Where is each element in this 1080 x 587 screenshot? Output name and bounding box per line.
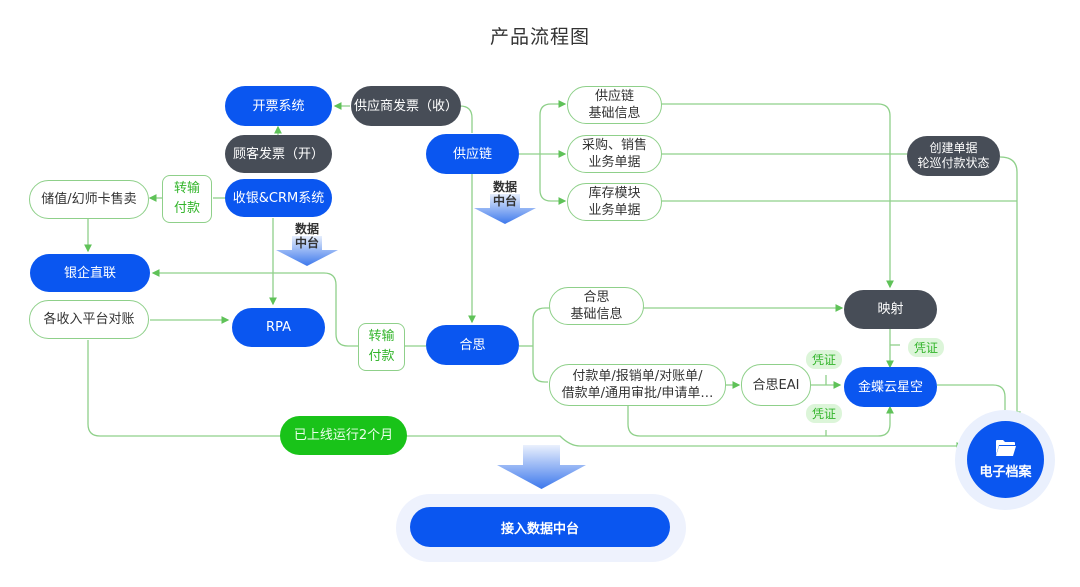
page-title: 产品流程图 bbox=[489, 26, 590, 48]
node-hesi[interactable]: 合思 bbox=[426, 325, 519, 365]
voucher-label-3: 凭证 bbox=[806, 404, 843, 423]
edge-reconcile-to-running bbox=[87, 340, 282, 437]
node-label: 供应商发票（收） bbox=[353, 98, 458, 114]
edge-scbasic-to-mapping bbox=[661, 103, 894, 289]
node-label: 库存模块 bbox=[588, 186, 641, 201]
node-label: 电子档案 bbox=[979, 465, 1032, 480]
node-label: 开票系统 bbox=[252, 98, 305, 114]
edge-kingdee-to-archive bbox=[937, 384, 1009, 420]
node-e-archive[interactable]: 电子档案 bbox=[967, 421, 1044, 498]
node-purchase-sales[interactable]: 采购、销售 业务单据 bbox=[567, 135, 662, 173]
node-label: 各收入平台对账 bbox=[43, 312, 135, 327]
node-label: 银企直联 bbox=[63, 265, 116, 281]
node-supply-chain[interactable]: 供应链 bbox=[426, 134, 519, 174]
status-running-badge: 已上线运行2个月 bbox=[280, 416, 407, 455]
node-customer-invoice[interactable]: 顾客发票（开） bbox=[225, 135, 332, 173]
down-arrow-icon bbox=[276, 236, 338, 266]
node-label: 付款单/报销单/对账单/ bbox=[572, 369, 703, 384]
node-label: 采购、销售 bbox=[581, 138, 647, 153]
data-platform-marker-2: 数据中台 bbox=[470, 180, 540, 224]
node-sc-basic-info[interactable]: 供应链 基础信息 bbox=[567, 86, 662, 124]
node-supplier-invoice[interactable]: 供应商发票（收） bbox=[351, 86, 461, 126]
node-forms[interactable]: 付款单/报销单/对账单/ 借款单/通用审批/申请单… bbox=[549, 364, 726, 406]
marker-text: 中台 bbox=[294, 236, 319, 250]
node-label: 创建单据 bbox=[929, 141, 978, 155]
tag-line: 转输 bbox=[173, 181, 200, 196]
tag-transfer-payment-1: 转输 付款 bbox=[162, 175, 212, 223]
tag-line: 转输 bbox=[368, 329, 395, 344]
down-arrow-icon bbox=[497, 445, 586, 489]
node-label: 合思 bbox=[459, 337, 486, 353]
edge-running-to-archive bbox=[406, 435, 965, 450]
node-rpa[interactable]: RPA bbox=[232, 308, 325, 347]
node-label: 业务单据 bbox=[588, 155, 641, 170]
node-label: 顾客发票（开） bbox=[232, 146, 324, 162]
down-arrow-icon bbox=[474, 194, 536, 224]
marker-text: 中台 bbox=[492, 194, 517, 208]
node-label: 业务单据 bbox=[588, 203, 641, 218]
node-platform-reconcile[interactable]: 各收入平台对账 bbox=[29, 300, 149, 339]
node-label: 映射 bbox=[877, 302, 904, 317]
node-label: RPA bbox=[266, 320, 291, 335]
edge-createdocs-to-archive bbox=[999, 156, 1021, 420]
tag-line: 付款 bbox=[368, 349, 395, 364]
marker-text: 数据 bbox=[294, 222, 319, 236]
node-label: 供应链 bbox=[594, 89, 634, 104]
node-label: 供应链 bbox=[452, 146, 492, 162]
button-label: 接入数据中台 bbox=[500, 521, 579, 537]
node-bank-direct[interactable]: 银企直联 bbox=[30, 254, 150, 292]
voucher-label-2: 凭证 bbox=[908, 338, 945, 357]
node-create-docs[interactable]: 创建单据 轮巡付款状态 bbox=[907, 136, 1000, 176]
node-kingdee[interactable]: 金蝶云星空 bbox=[844, 367, 937, 407]
node-label: 金蝶云星空 bbox=[857, 379, 923, 395]
node-hesi-eai[interactable]: 合思EAI bbox=[741, 364, 811, 406]
folder-icon bbox=[995, 440, 1016, 456]
node-cashier-crm[interactable]: 收银&CRM系统 bbox=[225, 179, 332, 217]
node-label: 借款单/通用审批/申请单… bbox=[561, 386, 714, 401]
node-label: 储值/幻师卡售卖 bbox=[41, 192, 137, 207]
node-label: 基础信息 bbox=[570, 307, 623, 322]
node-stored-value-card[interactable]: 储值/幻师卡售卖 bbox=[29, 180, 149, 219]
node-label: 合思 bbox=[583, 290, 610, 305]
node-hesi-basic-info[interactable]: 合思 基础信息 bbox=[549, 287, 644, 325]
data-platform-marker-1: 数据中台 bbox=[272, 222, 342, 266]
edge-forms-to-kingdee bbox=[627, 405, 894, 437]
node-label: 轮巡付款状态 bbox=[917, 156, 990, 170]
node-label: 基础信息 bbox=[588, 106, 641, 121]
voucher-label-1: 凭证 bbox=[806, 350, 843, 369]
badge-label: 已上线运行2个月 bbox=[293, 428, 394, 443]
edge-supplier-to-supplychain bbox=[459, 105, 473, 133]
node-mapping[interactable]: 映射 bbox=[844, 290, 937, 329]
node-invoicing-system[interactable]: 开票系统 bbox=[225, 86, 332, 126]
tag-line: 付款 bbox=[173, 201, 200, 216]
node-inventory[interactable]: 库存模块 业务单据 bbox=[567, 183, 662, 221]
node-label: 收银&CRM系统 bbox=[232, 190, 325, 206]
connect-data-platform-button[interactable]: 接入数据中台 bbox=[410, 507, 670, 547]
node-label: 合思EAI bbox=[752, 377, 800, 393]
tag-transfer-payment-2: 转输 付款 bbox=[358, 323, 405, 371]
marker-text: 数据 bbox=[492, 180, 517, 194]
edge-transfer2-to-bank bbox=[151, 269, 358, 347]
